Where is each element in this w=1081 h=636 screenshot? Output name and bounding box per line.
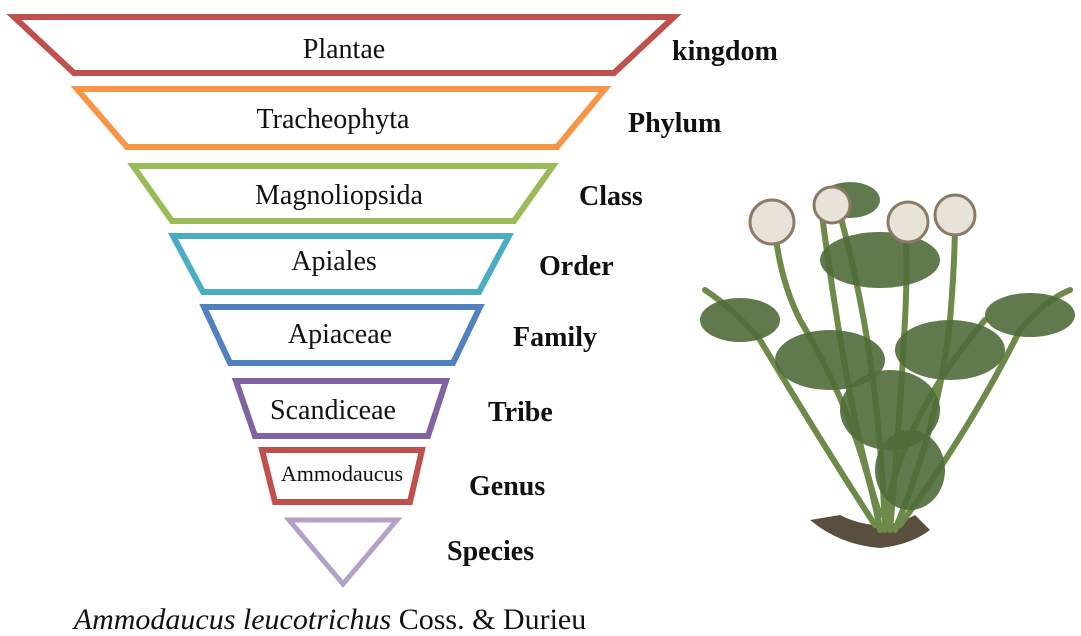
tier-species: Species [289, 520, 534, 584]
tier-kingdom: Plantae kingdom [14, 17, 778, 73]
tier-label: Apiales [291, 246, 377, 277]
tier-label: Plantae [303, 34, 385, 65]
plant-flower-head [888, 202, 928, 242]
plant-foliage [875, 430, 945, 510]
plant-foliage [700, 298, 780, 342]
plant-illustration [700, 182, 1075, 548]
rank-label: Species [447, 536, 534, 567]
rank-label: Class [579, 181, 643, 212]
rank-label: Genus [469, 471, 545, 502]
tier-class: Magnoliopsida Class [133, 166, 643, 221]
rank-label: Family [513, 322, 597, 353]
tier-label: Scandiceae [270, 395, 396, 426]
tier-tribe: Scandiceae Tribe [236, 381, 553, 436]
tier-label: Tracheophyta [257, 104, 411, 135]
species-caption: Ammodaucus leucotrichus Coss. & Durieu [0, 604, 660, 636]
plant-foliage [820, 232, 940, 288]
rank-label: kingdom [672, 36, 778, 67]
tier-label: Ammodaucus [281, 461, 403, 486]
rank-label: Order [539, 251, 614, 282]
tier-order: Apiales Order [173, 236, 614, 292]
caption-authority: Coss. & Durieu [391, 603, 586, 636]
tier-label: Apiaceae [288, 319, 392, 350]
rank-label: Phylum [628, 108, 721, 139]
tier-phylum: Tracheophyta Phylum [77, 89, 721, 147]
plant-foliage [895, 320, 1005, 380]
plant-flower-head [814, 187, 850, 223]
species-triangle [289, 520, 397, 584]
rank-label: Tribe [488, 397, 553, 428]
tier-label: Magnoliopsida [255, 180, 424, 211]
plant-flower-head [750, 200, 794, 244]
plant-foliage [985, 293, 1075, 337]
caption-italic: Ammodaucus leucotrichus [74, 603, 391, 636]
plant-flower-head [935, 195, 975, 235]
tier-family: Apiaceae Family [204, 307, 597, 363]
tier-genus: Ammodaucus Genus [262, 450, 545, 502]
